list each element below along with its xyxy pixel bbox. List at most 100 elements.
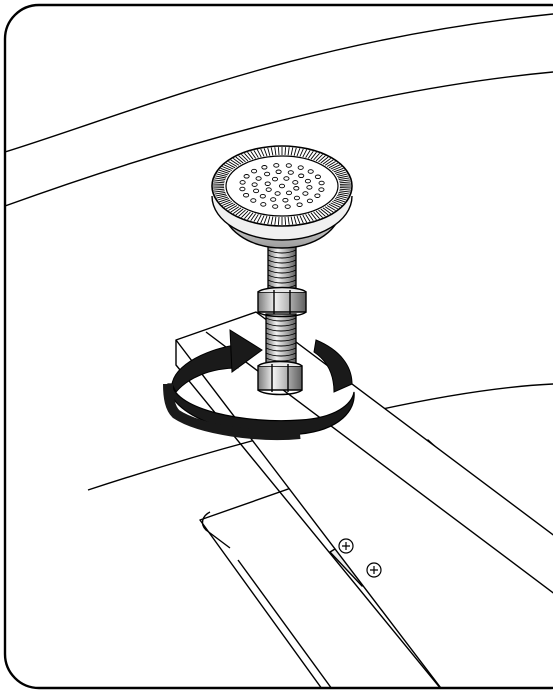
bristle — [324, 206, 334, 213]
bristle — [339, 181, 351, 184]
thread-ridge — [265, 342, 297, 347]
bristle — [326, 161, 336, 167]
spray-hole — [251, 182, 258, 187]
spray-hole — [293, 186, 300, 191]
bristle — [235, 156, 244, 164]
spray-hole — [302, 191, 309, 196]
bristle — [222, 166, 232, 171]
spray-hole — [283, 176, 290, 181]
bristle — [218, 198, 230, 203]
bristle — [270, 147, 274, 156]
rotation-arrow — [171, 329, 353, 393]
bristle — [216, 173, 227, 177]
spray-hole — [274, 191, 281, 196]
bristle — [299, 148, 304, 157]
bristle — [260, 215, 265, 224]
bristle — [290, 216, 294, 225]
thread-ridge — [267, 274, 297, 279]
bristle — [263, 215, 268, 224]
spray-hole — [253, 188, 260, 194]
bristle — [337, 175, 349, 179]
bristle — [332, 166, 342, 171]
bristle — [247, 212, 254, 221]
bristle — [296, 215, 301, 224]
bristle — [305, 214, 311, 222]
bristle — [328, 162, 339, 169]
spray-hole — [255, 176, 262, 181]
bristle — [232, 158, 242, 165]
bristle — [337, 173, 348, 177]
bristle — [320, 208, 329, 216]
bristle — [330, 164, 341, 170]
spray-hole — [260, 202, 267, 207]
spray-hole — [270, 197, 277, 202]
bristle — [320, 156, 329, 164]
spray-hole — [318, 180, 325, 186]
spray-hole — [282, 197, 289, 203]
bristle — [220, 199, 231, 205]
spray-hole — [275, 169, 282, 175]
bristle — [214, 177, 226, 181]
spray-hole — [264, 171, 271, 177]
bristle — [334, 198, 346, 203]
spray-hole — [251, 168, 258, 174]
thread-ridge — [267, 249, 297, 254]
bristle — [223, 164, 234, 170]
bristle — [230, 159, 240, 166]
bristle — [305, 150, 311, 158]
bristle — [220, 167, 231, 173]
bristle — [213, 190, 225, 193]
bristle — [213, 181, 225, 184]
bristle — [337, 193, 349, 197]
bristle — [324, 159, 334, 166]
bristle — [250, 213, 257, 221]
bristle — [217, 171, 229, 176]
bristle — [228, 205, 238, 211]
rotation-arrow-front — [163, 383, 355, 441]
bristle — [253, 214, 259, 222]
thread-ridge — [265, 352, 297, 357]
spray-hole — [314, 174, 321, 180]
thread-ridge — [267, 259, 297, 264]
frame — [3, 3, 553, 690]
bristle — [256, 214, 262, 223]
bristle — [260, 148, 265, 157]
spray-hole — [306, 185, 313, 190]
bristle — [241, 210, 249, 218]
thread-ridge — [265, 317, 297, 322]
bristle — [274, 216, 277, 225]
spray-hole — [318, 187, 325, 192]
bristle — [215, 175, 227, 179]
bristle — [315, 210, 323, 218]
bristle — [284, 216, 287, 225]
bristle — [267, 216, 271, 225]
spray-hole — [307, 169, 314, 174]
thread-ridge — [267, 254, 297, 259]
bristle — [330, 202, 341, 208]
bristle — [290, 147, 294, 156]
spray-hole — [287, 170, 294, 175]
bristle — [296, 148, 301, 157]
bristle — [318, 209, 326, 217]
bristle — [213, 188, 225, 191]
spray-hole — [293, 195, 300, 201]
bristle — [332, 201, 342, 206]
thread-ridge — [267, 264, 297, 269]
spray-hole — [259, 193, 266, 199]
bristle — [213, 179, 225, 182]
bristle — [277, 216, 280, 225]
thread-ridge — [265, 337, 297, 342]
bristle — [216, 195, 227, 199]
bristle — [302, 214, 308, 223]
bristle — [263, 148, 268, 157]
bristle — [322, 207, 332, 214]
spray-hole — [243, 192, 250, 198]
spray-hole — [314, 193, 321, 198]
bristle — [225, 203, 236, 210]
bristle — [326, 205, 336, 211]
bristle — [313, 211, 320, 220]
bristle — [235, 208, 244, 216]
spray-hole — [304, 178, 311, 184]
